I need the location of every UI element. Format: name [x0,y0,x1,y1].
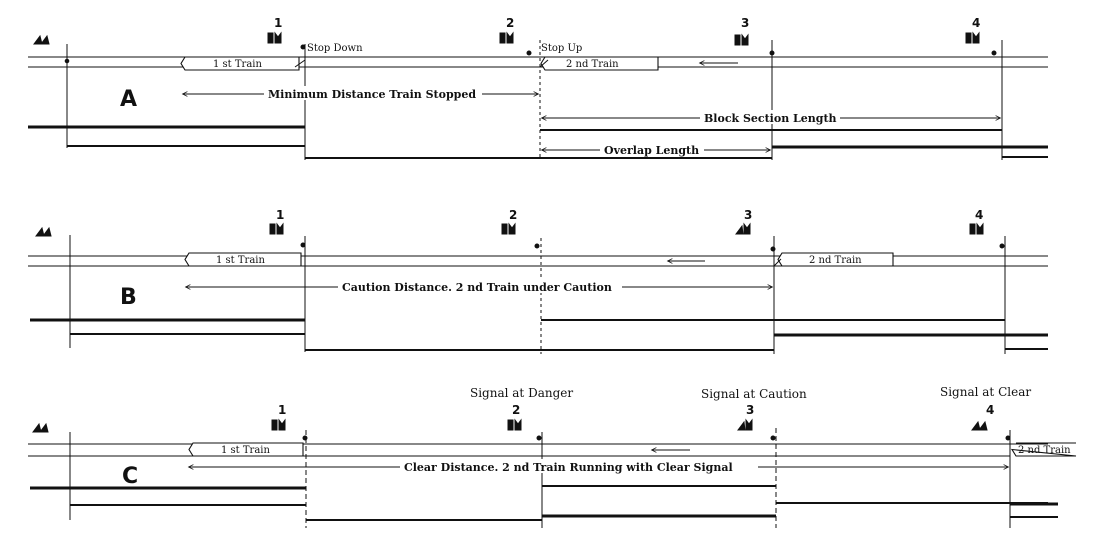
clear-signal-icon [35,227,52,237]
clear-signal-icon [33,35,50,45]
signal-number: 1 [274,16,282,30]
second-train-label: 2 nd Train [1018,445,1071,456]
minimum-distance-label: Minimum Distance Train Stopped [268,88,476,101]
signal-number: 2 [509,208,517,222]
overlap-length-label: Overlap Length [604,144,699,157]
stop-signal-icon [269,223,284,235]
signal-number: 3 [744,208,752,222]
stop-signal-icon [734,34,749,46]
signal-number: 1 [278,403,286,417]
signal-number: 2 [512,403,520,417]
first-train-label: 1 st Train [213,59,262,70]
second-train-label: 2 nd Train [566,59,619,70]
signal-number: 3 [746,403,754,417]
signal-number: 4 [972,16,980,30]
panel-a-text: A 1 2 3 4 Stop Down Stop Up 1 st Train 2… [120,16,980,157]
caution-signal-icon [737,419,753,431]
signal-clear-label: Signal at Clear [940,385,1031,399]
first-train [188,442,304,457]
panel-letter: A [120,87,137,112]
panel-letter: B [120,285,137,310]
stop-signal-icon [501,223,516,235]
stop-up-label: Stop Up [541,43,582,54]
signal-number: 1 [276,208,284,222]
panel-c-text: C 1 2 3 4 Signal at Danger Signal at Cau… [122,385,1071,489]
clear-signal-icon [971,421,988,431]
caution-distance-label: Caution Distance. 2 nd Train under Cauti… [342,281,612,294]
first-train [180,56,300,71]
stop-signal-icon [969,223,984,235]
second-train [540,56,659,71]
second-train-label: 2 nd Train [809,255,862,266]
clear-distance-label: Clear Distance. 2 nd Train Running with … [404,461,733,474]
second-train [1010,442,1077,457]
panel-a [28,32,1048,160]
stop-signal-icon [267,32,282,44]
stop-signal-icon [499,32,514,44]
panel-b [28,223,1048,354]
panel-letter: C [122,464,138,489]
first-train [184,252,302,267]
panel-b-text: B 1 2 3 4 1 st Train 2 nd Train Caution … [120,208,983,310]
signal-number: 3 [741,16,749,30]
signal-danger-label: Signal at Danger [470,386,573,400]
signal-number: 4 [975,208,983,222]
stop-signal-icon [271,419,286,431]
stop-down-label: Stop Down [307,43,363,54]
first-train-label: 1 st Train [216,255,265,266]
clear-signal-icon [32,423,49,433]
stop-signal-icon [507,419,522,431]
second-train [777,252,894,267]
block-section-label: Block Section Length [704,112,837,125]
stop-signal-icon [965,32,980,44]
caution-signal-icon [735,223,751,235]
first-train-label: 1 st Train [221,445,270,456]
signal-number: 4 [986,403,994,417]
signal-number: 2 [506,16,514,30]
signal-caution-label: Signal at Caution [701,387,807,401]
panel-c [28,419,1077,528]
